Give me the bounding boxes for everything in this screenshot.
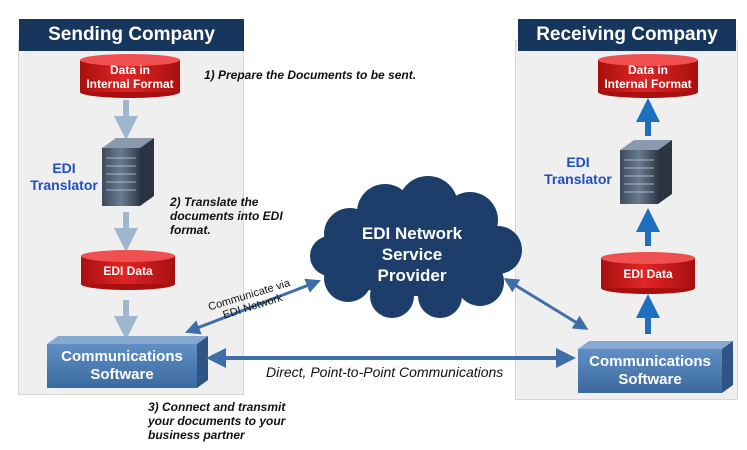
receiving-edi-data-label: EDI Data (623, 267, 673, 281)
receiving-comm-label: Communications Software (589, 353, 711, 388)
step2-note: 2) Translate the documents into EDI form… (170, 195, 283, 237)
sending-server-icon (102, 138, 154, 206)
receiving-edi-data-cylinder (601, 252, 695, 294)
sending-internal-data-label: Data in Internal Format (86, 63, 174, 91)
edi-network-cloud (310, 176, 522, 318)
receiving-company-title: Receiving Company (518, 19, 736, 51)
sending-company-title: Sending Company (19, 19, 244, 51)
sending-comm-box (47, 336, 208, 388)
receiving-company-panel (515, 40, 738, 400)
direct-communications-label: Direct, Point-to-Point Communications (266, 364, 504, 380)
step1-note: 1) Prepare the Documents to be sent. (204, 68, 417, 82)
receiving-translator-label: EDI Translator (544, 154, 612, 187)
sending-edi-data-cylinder (81, 250, 175, 290)
receiving-internal-data-label: Data in Internal Format (604, 63, 692, 91)
sending-edi-data-label: EDI Data (103, 264, 153, 278)
sending-translator-label: EDI Translator (30, 160, 98, 193)
edi-network-provider-label: EDI Network Service Provider (361, 224, 463, 285)
sending-internal-data-cylinder (80, 54, 180, 98)
sending-comm-label: Communications Software (61, 348, 183, 383)
receiving-comm-box (578, 341, 733, 393)
arrow-cloud-to-sending-comm (185, 278, 321, 335)
receiving-internal-data-cylinder (598, 54, 698, 98)
step3-note: 3) Connect and transmit your documents t… (148, 400, 286, 442)
arrow-cloud-to-receiving-comm (503, 278, 589, 330)
receiving-server-icon (620, 140, 672, 204)
